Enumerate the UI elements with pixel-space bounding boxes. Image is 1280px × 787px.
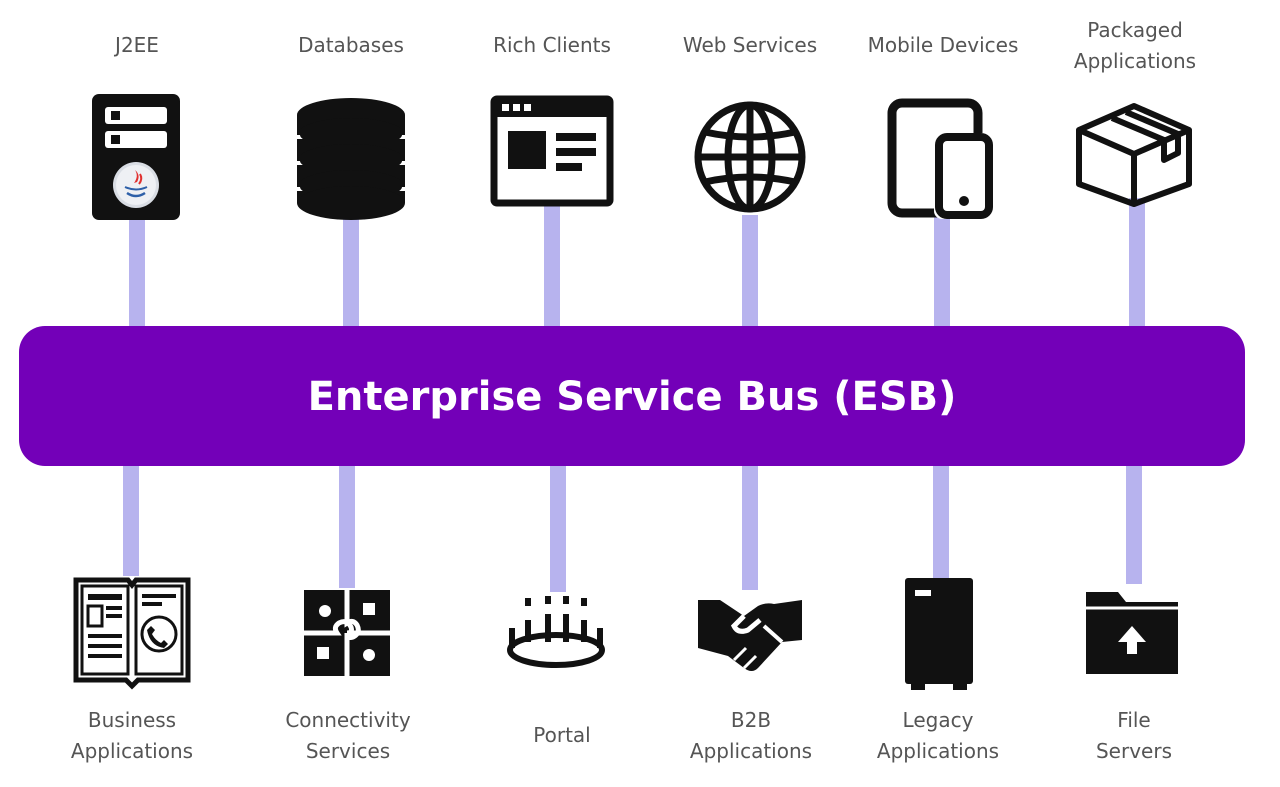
esb-bar — [19, 326, 1245, 466]
connector-web-services — [742, 215, 758, 327]
label-j2ee: J2EE — [113, 33, 159, 57]
connector-connectivity-services — [339, 462, 355, 588]
connector-legacy-applications — [933, 462, 949, 580]
label-rich-clients: Rich Clients — [493, 33, 611, 57]
esb-bus: Enterprise Service Bus (ESB) — [19, 326, 1245, 466]
label-legacy-applications-line1: Legacy — [903, 708, 974, 732]
j2ee-server-icon — [92, 94, 180, 220]
bottom-labels: Business Applications Connectivity Servi… — [71, 708, 1172, 763]
connector-b2b-applications — [742, 462, 758, 590]
label-b2b-applications-line2: Applications — [690, 739, 812, 763]
handshake-icon — [698, 600, 802, 671]
label-connectivity-services-line2: Services — [306, 739, 390, 763]
open-book-phone-icon — [73, 577, 191, 690]
connector-file-servers — [1126, 462, 1142, 584]
top-labels: J2EE Databases Rich Clients Web Services… — [113, 18, 1196, 73]
label-portal: Portal — [533, 723, 590, 747]
connector-packaged-applications — [1129, 198, 1145, 327]
connector-rich-clients — [544, 205, 560, 327]
puzzle-icon — [304, 590, 390, 676]
connector-portal — [550, 462, 566, 592]
label-business-applications-line1: Business — [88, 708, 176, 732]
connector-mobile-devices — [934, 212, 950, 327]
label-databases: Databases — [298, 33, 404, 57]
label-b2b-applications-line1: B2B — [731, 708, 771, 732]
esb-label: Enterprise Service Bus (ESB) — [308, 374, 957, 420]
globe-icon — [694, 101, 806, 213]
legacy-server-tower-icon — [905, 578, 973, 690]
label-file-servers-line1: File — [1117, 708, 1150, 732]
connector-j2ee — [129, 215, 145, 327]
label-packaged-applications-line1: Packaged — [1087, 18, 1183, 42]
database-icon — [294, 98, 408, 220]
connector-databases — [343, 215, 359, 327]
connector-business-applications — [123, 462, 139, 576]
portal-ring-icon — [507, 596, 605, 668]
label-packaged-applications-line2: Applications — [1074, 49, 1196, 73]
label-business-applications-line2: Applications — [71, 739, 193, 763]
tablet-phone-icon — [887, 98, 993, 219]
label-legacy-applications-line2: Applications — [877, 739, 999, 763]
connectors — [123, 198, 1145, 592]
label-web-services: Web Services — [683, 33, 817, 57]
label-connectivity-services-line1: Connectivity — [285, 708, 410, 732]
browser-window-icon — [490, 95, 614, 207]
label-mobile-devices: Mobile Devices — [868, 33, 1019, 57]
label-file-servers-line2: Servers — [1096, 739, 1172, 763]
package-box-icon — [1076, 103, 1192, 207]
folder-upload-icon — [1086, 592, 1178, 674]
